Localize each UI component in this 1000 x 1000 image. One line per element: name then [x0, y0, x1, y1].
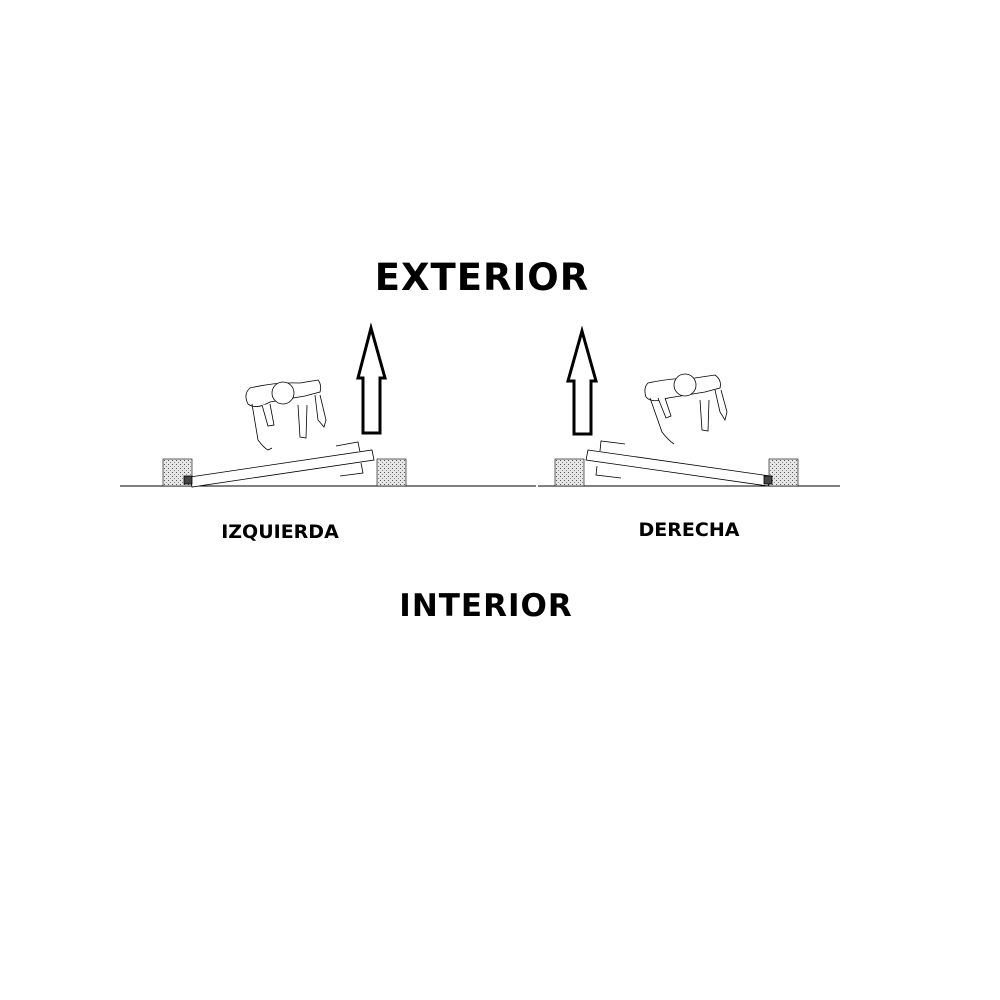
arrow-up-icon — [356, 322, 387, 435]
left-door-label: IZQUIERDA — [221, 521, 339, 543]
arrow-up-icon — [566, 325, 598, 436]
wall-post-right-a — [554, 458, 585, 487]
wall-post-right-b — [768, 458, 799, 487]
exterior-label: EXTERIOR — [374, 256, 590, 299]
right-door-label: DERECHA — [638, 519, 740, 541]
person-figure-right — [644, 373, 728, 445]
door-leaf-right — [585, 440, 773, 487]
wall-post-left-b — [376, 458, 407, 487]
interior-label: INTERIOR — [399, 588, 573, 624]
person-figure-left — [245, 379, 327, 451]
door-leaf-left — [183, 441, 375, 488]
